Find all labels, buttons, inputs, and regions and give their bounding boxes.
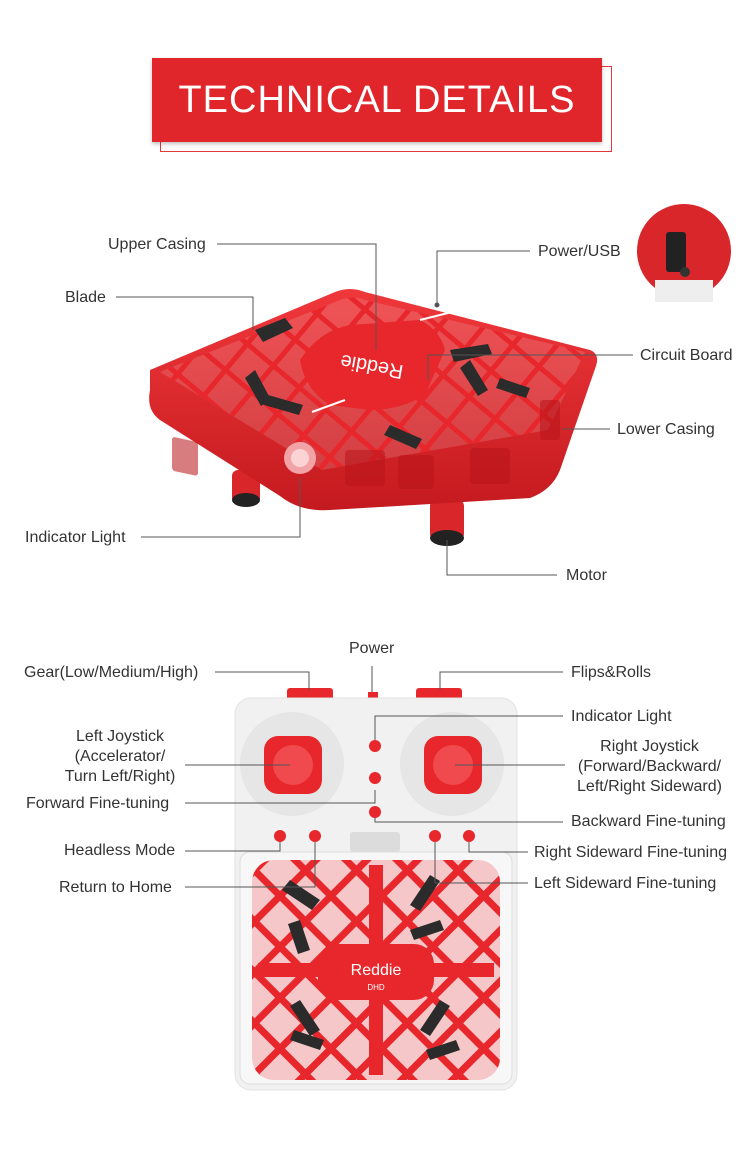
controller-model-text: DHD bbox=[367, 983, 385, 992]
power-usb-inset bbox=[637, 204, 731, 302]
label-circuit-board: Circuit Board bbox=[640, 347, 733, 364]
label-flips-rolls: Flips&Rolls bbox=[571, 664, 652, 681]
label-right-sideward-fine-tuning: Right Sideward Fine-tuning bbox=[534, 844, 727, 861]
controller-brand-text: Reddie bbox=[351, 962, 402, 979]
label-left-sideward-fine-tuning: Left Sideward Fine-tuning bbox=[534, 875, 717, 892]
label-right-joystick-line2: (Forward/Backward/ bbox=[577, 758, 722, 775]
label-indicator-light: Indicator Light bbox=[25, 529, 126, 546]
label-forward-fine-tuning: Forward Fine-tuning bbox=[26, 795, 170, 812]
label-left-joystick-line1: Left Joystick bbox=[75, 728, 165, 745]
label-return-to-home: Return to Home bbox=[59, 879, 172, 896]
label-lower-casing: Lower Casing bbox=[617, 421, 715, 438]
label-left-joystick-line2: (Accelerator/ bbox=[74, 748, 166, 765]
drone-leader-lines bbox=[116, 243, 633, 576]
label-right-joystick: Right Joystick (Forward/Backward/ Left/R… bbox=[567, 737, 732, 797]
label-power-usb: Power/USB bbox=[538, 243, 621, 260]
label-gear: Gear(Low/Medium/High) bbox=[24, 664, 199, 681]
label-power: Power bbox=[349, 640, 395, 657]
label-controller-indicator-light: Indicator Light bbox=[571, 708, 672, 725]
label-backward-fine-tuning: Backward Fine-tuning bbox=[571, 813, 726, 830]
controller-leader-lines bbox=[185, 666, 565, 888]
drone-body: Reddie bbox=[149, 289, 598, 511]
label-left-joystick-line3: Turn Left/Right) bbox=[64, 768, 176, 785]
label-headless-mode: Headless Mode bbox=[64, 842, 176, 859]
label-right-joystick-line1: Right Joystick bbox=[600, 738, 699, 755]
label-upper-casing: Upper Casing bbox=[108, 236, 206, 253]
section-title-banner: TECHNICAL DETAILS bbox=[152, 58, 602, 142]
label-blade: Blade bbox=[65, 289, 106, 306]
power-switch bbox=[368, 692, 378, 702]
label-right-joystick-line3: Left/Right Sideward) bbox=[577, 778, 722, 795]
label-left-joystick: Left Joystick (Accelerator/ Turn Left/Ri… bbox=[50, 727, 190, 787]
section-title: TECHNICAL DETAILS bbox=[178, 78, 576, 121]
drone-blades bbox=[245, 318, 530, 449]
label-motor: Motor bbox=[566, 567, 607, 584]
